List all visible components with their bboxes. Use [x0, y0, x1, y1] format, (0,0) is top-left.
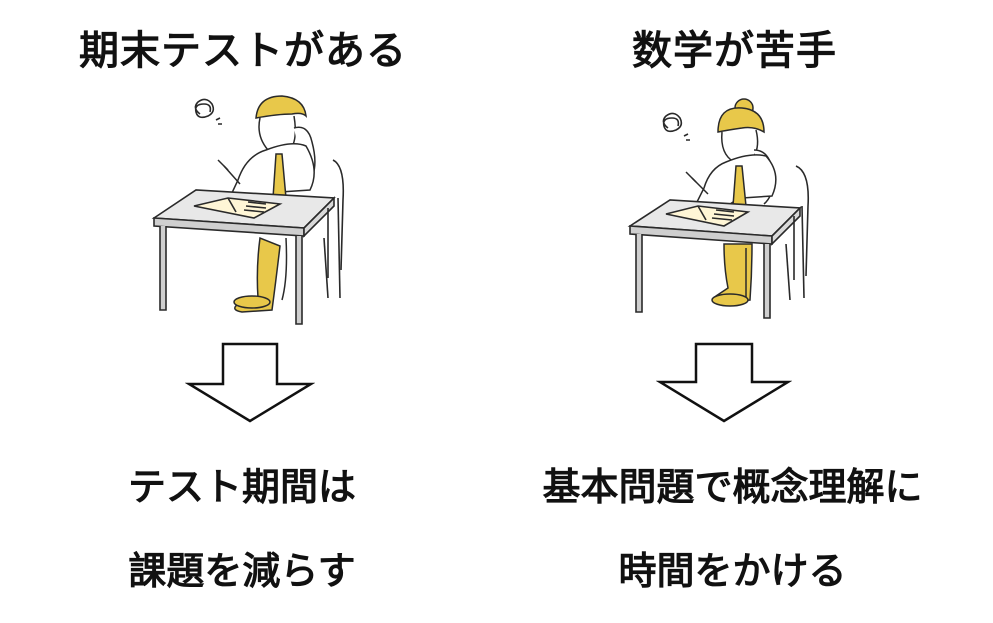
student-girl-icon	[627, 98, 810, 319]
desk	[151, 189, 336, 325]
left-result: テスト期間は 課題を減らす	[0, 445, 490, 613]
left-result-line-2: 課題を減らす	[128, 549, 356, 593]
chair	[785, 165, 810, 301]
left-result-line-1: テスト期間は	[127, 465, 356, 509]
down-arrow-icon	[185, 342, 315, 423]
scribble-icon	[194, 98, 222, 125]
scribble-icon	[662, 112, 690, 141]
right-result-line-1: 基本問題で概念理解に	[542, 465, 923, 509]
right-result-line-2: 時間をかける	[618, 549, 847, 593]
right-result: 基本問題で概念理解に 時間をかける	[484, 445, 981, 613]
left-column: 期末テストがある	[0, 0, 496, 623]
down-arrow-icon	[656, 342, 792, 423]
left-heading: 期末テストがある	[79, 28, 407, 74]
right-heading: 数学が苦手	[632, 28, 837, 74]
right-column: 数学が苦手	[496, 0, 993, 623]
desk	[627, 199, 802, 319]
chair	[323, 159, 345, 299]
student-boy-icon	[151, 95, 345, 325]
